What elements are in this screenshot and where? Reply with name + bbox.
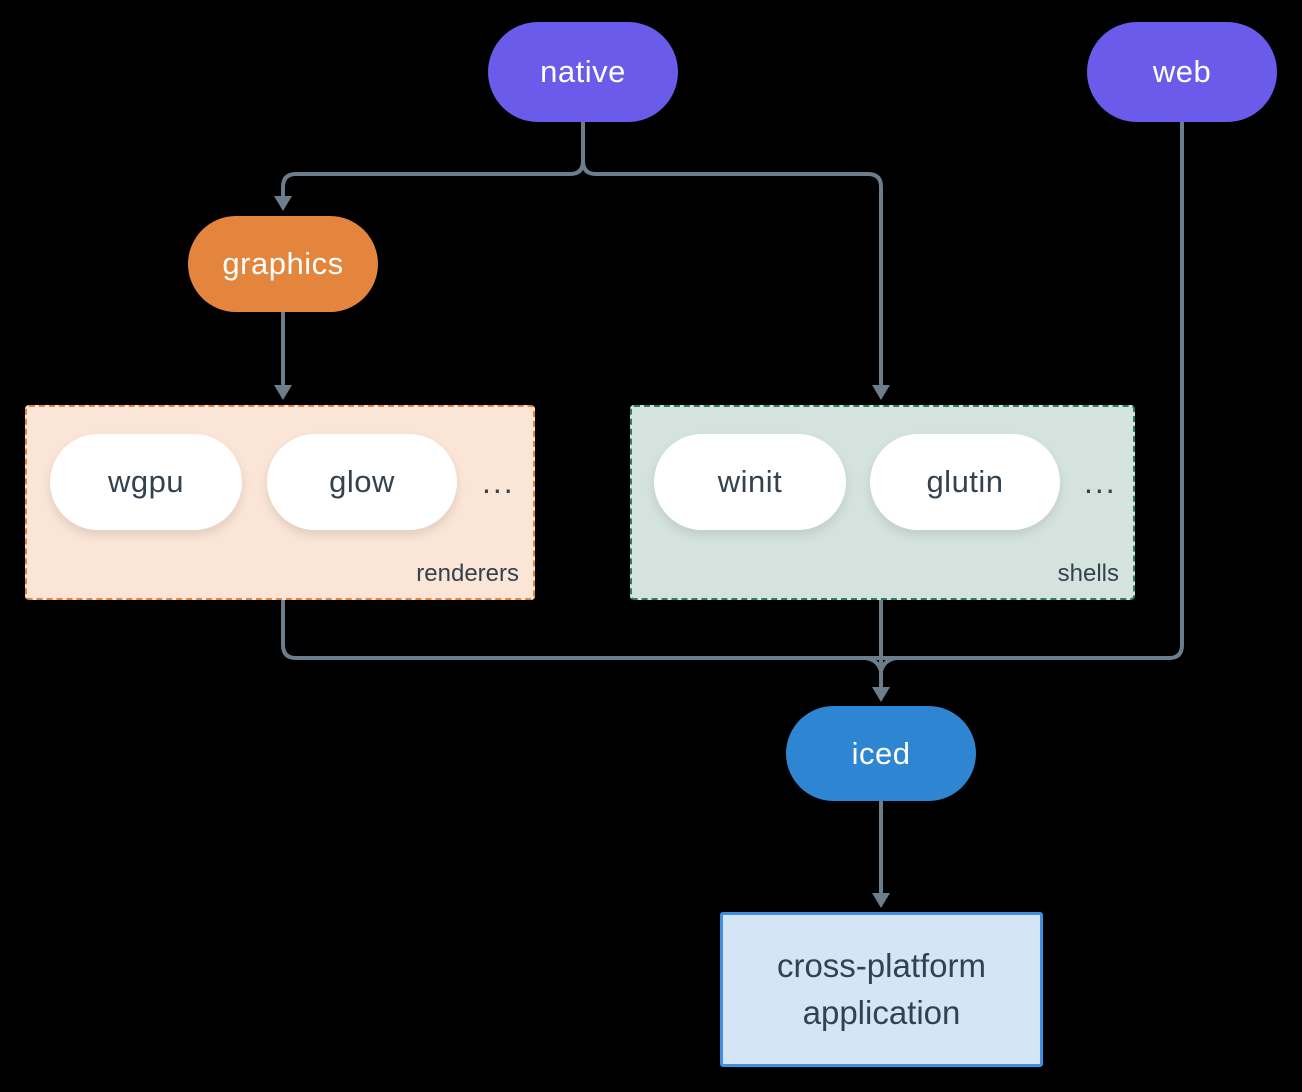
shells-group-label: shells (1057, 560, 1119, 587)
arrowhead-shells (872, 385, 890, 400)
edge-web-iced (879, 121, 1184, 660)
edge-native-shells (581, 120, 883, 386)
node-web: web (1087, 22, 1277, 122)
pill-glutin-label: glutin (926, 464, 1004, 499)
node-native-label: native (540, 54, 626, 89)
pill-winit-label: winit (717, 464, 783, 499)
pill-glow: glow (267, 434, 457, 530)
edge-native-graphics (281, 120, 585, 197)
shells-ellipsis: ... (1084, 463, 1117, 500)
renderers-ellipsis: ... (482, 463, 515, 500)
node-iced: iced (786, 706, 976, 801)
arrowhead-renderers (274, 385, 292, 400)
pill-winit: winit (654, 434, 846, 530)
group-shells: winit glutin ... shells (630, 405, 1135, 600)
edge-renderers-iced (281, 599, 883, 660)
group-renderers: wgpu glow ... renderers (25, 405, 535, 600)
arrowhead-application (872, 893, 890, 908)
node-web-label: web (1152, 54, 1212, 89)
pill-glutin: glutin (870, 434, 1060, 530)
application-label-line1: cross-platform (776, 946, 987, 984)
node-iced-label: iced (851, 735, 911, 771)
node-application: cross-platform application (720, 912, 1043, 1067)
pill-wgpu: wgpu (50, 434, 242, 530)
pill-glow-label: glow (329, 464, 395, 499)
node-native: native (488, 22, 678, 122)
application-label-line2: application (802, 993, 961, 1031)
pill-wgpu-label: wgpu (107, 464, 185, 499)
node-graphics: graphics (188, 216, 378, 312)
node-graphics-label: graphics (222, 246, 344, 281)
renderers-group-label: renderers (416, 560, 519, 587)
arrowhead-iced (872, 687, 890, 702)
arrowhead-graphics (274, 196, 292, 211)
